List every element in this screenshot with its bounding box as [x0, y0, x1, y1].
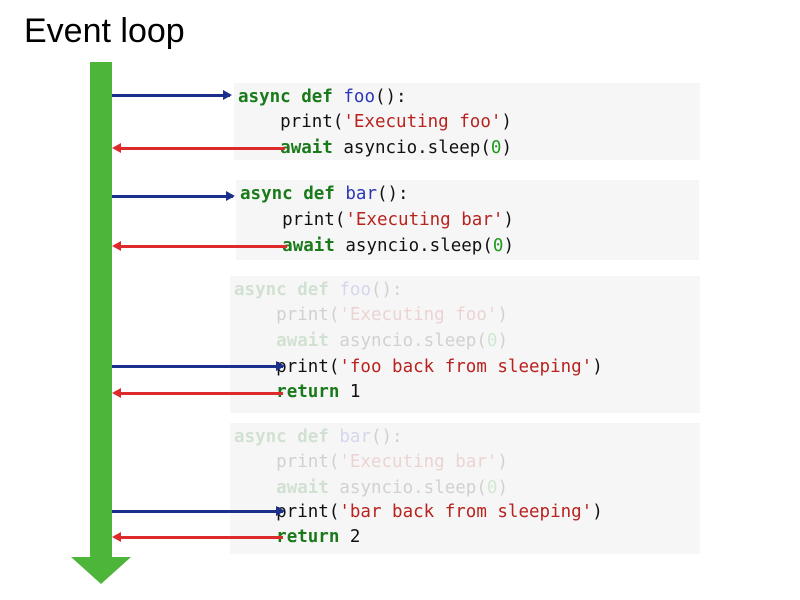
code-line: async def foo(): — [238, 84, 407, 110]
left-arrow-icon — [112, 143, 285, 153]
code-token: ) — [592, 357, 603, 377]
code-token: print( — [234, 305, 340, 325]
code-block — [230, 423, 700, 554]
code-token: print( — [234, 452, 340, 472]
code-token: await — [276, 478, 329, 498]
code-token: 2 — [339, 527, 361, 547]
code-token: ) — [503, 210, 514, 230]
left-arrow-icon — [112, 241, 287, 251]
code-token: asyncio.sleep( — [328, 478, 487, 498]
code-token: async def — [234, 280, 329, 300]
code-line: print('bar back from sleeping') — [234, 499, 603, 525]
code-line: await asyncio.sleep(0) — [234, 328, 508, 354]
code-token: 0 — [486, 478, 498, 498]
right-arrow-icon — [112, 191, 235, 201]
diagram-title: Event loop — [24, 12, 185, 50]
code-line: print('foo back from sleeping') — [234, 354, 603, 380]
event-loop-timeline — [90, 62, 112, 558]
code-token — [335, 184, 346, 204]
code-token: 'Executing bar' — [345, 210, 504, 230]
code-token: 'Executing bar' — [339, 452, 498, 472]
right-arrow-icon — [112, 90, 232, 100]
code-token: foo — [343, 87, 375, 107]
code-token: 'foo back from sleeping' — [339, 357, 593, 377]
code-token: (): — [374, 87, 407, 107]
code-line: async def bar(): — [240, 181, 409, 207]
code-block — [234, 83, 700, 160]
code-token: ) — [497, 331, 508, 351]
code-token: await — [276, 331, 329, 351]
code-line: print('Executing bar') — [240, 207, 514, 233]
code-token: 0 — [490, 138, 502, 158]
code-line: print('Executing foo') — [238, 109, 512, 135]
code-token: return — [276, 527, 340, 547]
code-token: print( — [240, 210, 346, 230]
left-arrow-icon — [112, 388, 283, 398]
right-arrow-icon — [112, 361, 285, 371]
code-line: return 2 — [234, 524, 360, 550]
code-block — [236, 180, 699, 260]
code-token: asyncio.sleep( — [332, 138, 491, 158]
code-token: 1 — [339, 382, 361, 402]
code-line: print('Executing bar') — [234, 449, 508, 475]
code-token: async def — [238, 87, 333, 107]
code-token: bar — [339, 427, 371, 447]
code-token: bar — [345, 184, 377, 204]
code-token — [329, 280, 340, 300]
code-token: ) — [501, 138, 512, 158]
code-token: (): — [376, 184, 409, 204]
code-token: print( — [234, 357, 340, 377]
code-token: foo — [339, 280, 371, 300]
code-line: async def foo(): — [234, 277, 403, 303]
code-line: async def bar(): — [234, 424, 403, 450]
left-arrow-icon — [112, 532, 283, 542]
code-line: await asyncio.sleep(0) — [238, 135, 512, 161]
code-token — [329, 427, 340, 447]
code-token — [333, 87, 344, 107]
code-token: 'Executing foo' — [339, 305, 498, 325]
code-token: asyncio.sleep( — [334, 236, 493, 256]
code-token: async def — [240, 184, 335, 204]
code-line: print('Executing foo') — [234, 302, 508, 328]
down-arrow-icon — [71, 557, 131, 584]
code-line: await asyncio.sleep(0) — [234, 475, 508, 501]
code-token: ) — [501, 112, 512, 132]
code-token: ) — [497, 305, 508, 325]
code-token: print( — [238, 112, 344, 132]
code-token: asyncio.sleep( — [328, 331, 487, 351]
code-token: await — [280, 138, 333, 158]
code-token: print( — [234, 502, 340, 522]
code-token: 'bar back from sleeping' — [339, 502, 593, 522]
code-block — [230, 276, 700, 413]
code-token: return — [276, 382, 340, 402]
code-token: (): — [370, 280, 403, 300]
code-token: ) — [497, 452, 508, 472]
code-token: 0 — [492, 236, 504, 256]
code-token: 'Executing foo' — [343, 112, 502, 132]
code-token — [234, 478, 276, 498]
code-line: return 1 — [234, 379, 360, 405]
code-token: 0 — [486, 331, 498, 351]
code-token: async def — [234, 427, 329, 447]
code-token: ) — [592, 502, 603, 522]
code-token: (): — [370, 427, 403, 447]
code-token: ) — [503, 236, 514, 256]
code-token — [234, 331, 276, 351]
code-line: await asyncio.sleep(0) — [240, 233, 514, 259]
right-arrow-icon — [112, 506, 285, 516]
code-token: await — [282, 236, 335, 256]
code-token: ) — [497, 478, 508, 498]
